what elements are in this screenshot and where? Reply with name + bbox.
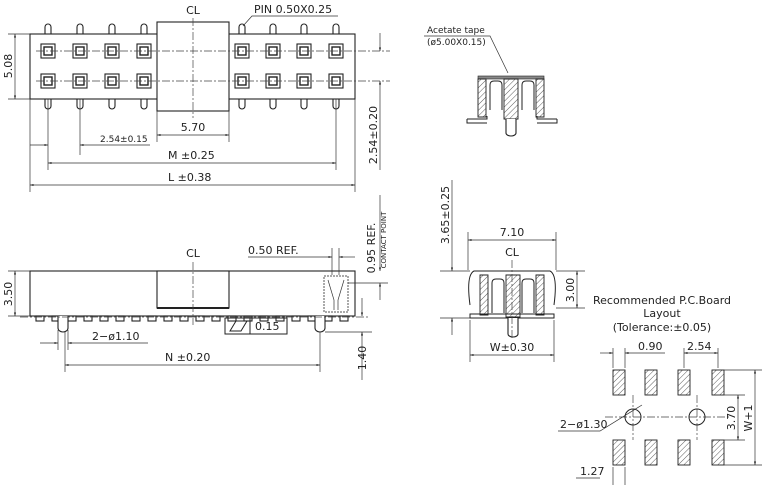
dim-hole: 2−ø1.30 xyxy=(560,418,607,431)
pcb-title-2: Layout xyxy=(643,307,681,320)
dim-body-height: 3.00 xyxy=(564,278,577,303)
dim-row: 3.70 xyxy=(725,406,738,431)
dim-m: M ±0.25 xyxy=(168,149,215,162)
pcb-pad xyxy=(612,369,626,396)
dim-pcb-w: W+1 xyxy=(742,404,755,431)
flatness-value: 0.15 xyxy=(255,320,280,333)
pcb-title-1: Recommended P.C.Board xyxy=(593,294,731,307)
pcb-pad xyxy=(677,369,691,396)
pcb-title-3: (Tolerance:±0.05) xyxy=(613,321,711,334)
pcb-pad xyxy=(644,439,658,466)
smt-lead xyxy=(83,315,93,322)
dim-height: 5.08 xyxy=(2,54,15,79)
dim-ref: 0.50 REF. xyxy=(248,244,299,257)
dim-post: 2−ø1.10 xyxy=(92,330,139,343)
smt-lead xyxy=(211,315,221,322)
pin-stub xyxy=(300,23,308,34)
dim-l: L ±0.38 xyxy=(168,171,211,184)
pin-stub xyxy=(140,99,148,110)
tape-label-1: Acetate tape xyxy=(427,26,485,36)
contact-point-label: CONTACT POINT xyxy=(380,211,388,268)
tape-section-view: Acetate tape (ø5.00X0.15) xyxy=(424,26,558,137)
top-view: CL PIN 0.50X0.25 5.08 5.70 2.54±0.15 M ±… xyxy=(2,3,390,273)
pin-stub xyxy=(140,23,148,34)
smt-lead xyxy=(115,315,125,322)
dim-center: 5.70 xyxy=(181,121,206,134)
locating-post-right xyxy=(314,316,326,333)
pcb-pad xyxy=(711,369,725,396)
end-section-view: CL 7.10 3.65±0.25 3.00 W±0.30 xyxy=(439,180,585,362)
pin-size-label: PIN 0.50X0.25 xyxy=(254,3,332,16)
centerline-label: CL xyxy=(186,4,201,17)
pin-stub xyxy=(76,23,84,34)
tape-label-2: (ø5.00X0.15) xyxy=(427,38,486,48)
dim-post-len: 1.40 xyxy=(356,346,369,371)
hole-left xyxy=(624,408,642,426)
smt-lead xyxy=(179,315,189,322)
flatness-icon xyxy=(229,320,248,332)
dim-w: W±0.30 xyxy=(490,341,535,354)
pcb-pad xyxy=(644,369,658,396)
smt-lead xyxy=(131,315,141,322)
end-centerline-label: CL xyxy=(505,246,520,259)
locating-post-left xyxy=(57,316,69,333)
smt-lead xyxy=(163,315,173,322)
side-centerline-label: CL xyxy=(186,247,201,260)
dim-pad: 0.90 xyxy=(638,340,663,353)
dim-contact: 0.95 REF. xyxy=(365,223,378,274)
smt-lead xyxy=(291,315,301,322)
smt-lead xyxy=(339,315,349,322)
pin-stub xyxy=(332,23,340,34)
smt-lead xyxy=(147,315,157,322)
dim-end-width: 7.10 xyxy=(500,226,525,239)
smt-lead xyxy=(99,315,109,322)
pin-stub xyxy=(269,23,277,34)
side-view: CL 0.50 REF. 3.50 2−ø1.10 N ±0.20 0.15 1… xyxy=(2,195,388,380)
pin-stub xyxy=(44,23,52,34)
pin-stub xyxy=(108,99,116,110)
smt-lead xyxy=(35,315,45,322)
pin-stub xyxy=(269,99,277,110)
dim-overall-height: 3.65±0.25 xyxy=(439,186,452,244)
dim-row-pitch: 2.54±0.20 xyxy=(367,106,380,164)
pin-stub xyxy=(238,23,246,34)
pcb-pad xyxy=(612,439,626,466)
dim-pcb-pitch: 2.54 xyxy=(687,340,712,353)
flatness-frame xyxy=(224,317,288,335)
dim-n: N ±0.20 xyxy=(165,351,210,364)
dim-pitch: 2.54±0.15 xyxy=(100,135,148,145)
smt-lead xyxy=(195,315,205,322)
pcb-pad xyxy=(711,439,725,466)
dim-offset: 1.27 xyxy=(580,465,605,478)
dim-side-height: 3.50 xyxy=(2,282,15,307)
pcb-pad xyxy=(677,439,691,466)
pcb-layout: Recommended P.C.Board Layout (Tolerance:… xyxy=(558,294,762,485)
pin-stub xyxy=(300,99,308,110)
pin-stub xyxy=(238,99,246,110)
pin-stub xyxy=(108,23,116,34)
hole-right xyxy=(688,408,706,426)
